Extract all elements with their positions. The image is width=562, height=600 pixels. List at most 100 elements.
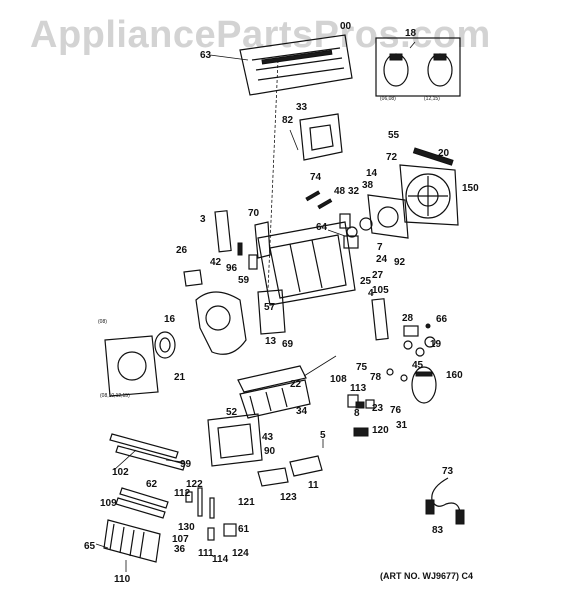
callout-28: 28 bbox=[402, 313, 414, 324]
part-69 bbox=[257, 289, 286, 335]
part-70 bbox=[254, 221, 271, 259]
callout-96: 96 bbox=[226, 263, 238, 274]
brackets-74 bbox=[305, 190, 333, 210]
condenser-rails bbox=[115, 487, 169, 519]
callout-21: 21 bbox=[174, 372, 186, 383]
callout-122: 122 bbox=[186, 479, 203, 490]
part-112 bbox=[185, 491, 193, 503]
orifice-panel bbox=[104, 335, 159, 397]
callout-112: 112 bbox=[174, 488, 191, 499]
callout-48: 48 bbox=[334, 186, 346, 197]
callout-8: 8 bbox=[354, 408, 360, 419]
callout-92: 92 bbox=[394, 257, 406, 268]
part-121 bbox=[209, 497, 215, 519]
callout-22: 22 bbox=[290, 379, 302, 390]
callout-34: 34 bbox=[296, 406, 308, 417]
callout-23: 23 bbox=[372, 403, 384, 414]
callout-19: 19 bbox=[430, 339, 442, 350]
callout-55: 55 bbox=[388, 130, 400, 141]
callout-102: 102 bbox=[112, 467, 129, 478]
callout-25: 25 bbox=[360, 276, 372, 287]
small-note: (12,15) bbox=[424, 96, 440, 102]
callout-73: 73 bbox=[442, 466, 454, 477]
callout-114: 114 bbox=[212, 554, 229, 565]
callout-7: 7 bbox=[377, 242, 383, 253]
callout-42: 42 bbox=[210, 257, 222, 268]
callout-20: 20 bbox=[438, 148, 450, 159]
callout-74: 74 bbox=[310, 172, 322, 183]
callout-38: 38 bbox=[362, 180, 374, 191]
part-42 bbox=[237, 242, 243, 256]
part-48 bbox=[339, 213, 351, 229]
callout-110: 110 bbox=[114, 574, 131, 585]
compressor-group bbox=[375, 37, 461, 97]
callout-57: 57 bbox=[264, 302, 276, 313]
callout-107: 107 bbox=[172, 534, 189, 545]
callout-105: 105 bbox=[372, 285, 389, 296]
callout-90: 90 bbox=[264, 446, 276, 457]
callout-61: 61 bbox=[238, 524, 250, 535]
callout-31: 31 bbox=[396, 420, 408, 431]
part-120 bbox=[353, 427, 369, 437]
callout-108: 108 bbox=[330, 374, 347, 385]
callout-109: 109 bbox=[100, 498, 117, 509]
part-23 bbox=[355, 401, 365, 409]
callout-69: 69 bbox=[282, 339, 294, 350]
part-124 bbox=[257, 467, 289, 487]
small-note: (08,10,12,15) bbox=[100, 393, 130, 399]
part-3 bbox=[214, 210, 232, 253]
part-114 bbox=[223, 523, 237, 537]
callout-24: 24 bbox=[376, 254, 388, 265]
cabinet-frame bbox=[207, 413, 263, 467]
callout-76: 76 bbox=[390, 405, 402, 416]
compressor bbox=[386, 366, 437, 404]
part-123 bbox=[289, 455, 323, 477]
blower-scroll bbox=[195, 291, 247, 355]
callout-13: 13 bbox=[265, 336, 277, 347]
part-4 bbox=[371, 298, 389, 341]
small-note: (06,08) bbox=[380, 96, 396, 102]
callout-78: 78 bbox=[370, 372, 382, 383]
callout-160: 160 bbox=[446, 370, 463, 381]
fan-motor-assembly bbox=[346, 194, 409, 239]
callout-120: 120 bbox=[372, 425, 389, 436]
part-108 bbox=[347, 394, 359, 408]
callout-3: 3 bbox=[200, 214, 206, 225]
part-122 bbox=[197, 487, 203, 517]
callout-83: 83 bbox=[432, 525, 444, 536]
base-pan bbox=[257, 221, 356, 306]
callout-59: 59 bbox=[238, 275, 250, 286]
callout-43: 43 bbox=[262, 432, 274, 443]
condenser-coil bbox=[103, 519, 161, 563]
callout-75: 75 bbox=[356, 362, 368, 373]
callout-130: 130 bbox=[178, 522, 195, 533]
callout-82: 82 bbox=[282, 115, 294, 126]
part-113 bbox=[365, 399, 375, 409]
part-64 bbox=[343, 235, 359, 249]
callout-11: 11 bbox=[308, 480, 319, 491]
callout-124: 124 bbox=[232, 548, 249, 559]
callout-45: 45 bbox=[412, 360, 424, 371]
callout-150: 150 bbox=[462, 183, 479, 194]
callout-111: 111 bbox=[198, 548, 214, 559]
callout-123: 123 bbox=[280, 492, 297, 503]
part-110 bbox=[207, 527, 215, 541]
callout-26: 26 bbox=[176, 245, 188, 256]
small-note: (08) bbox=[98, 319, 107, 325]
callout-113: 113 bbox=[350, 383, 367, 394]
callout-00: 00 bbox=[340, 21, 352, 32]
callout-36: 36 bbox=[174, 544, 186, 555]
callout-66: 66 bbox=[436, 314, 448, 325]
callout-70: 70 bbox=[248, 208, 260, 219]
callout-121: 121 bbox=[238, 497, 255, 508]
blower-wheel bbox=[154, 331, 176, 359]
callout-33: 33 bbox=[296, 102, 308, 113]
evaporator bbox=[237, 365, 311, 419]
callout-63: 63 bbox=[200, 50, 212, 61]
callout-52: 52 bbox=[226, 407, 238, 418]
callout-16: 16 bbox=[164, 314, 176, 325]
callout-32: 32 bbox=[348, 186, 360, 197]
callout-64: 64 bbox=[316, 222, 328, 233]
